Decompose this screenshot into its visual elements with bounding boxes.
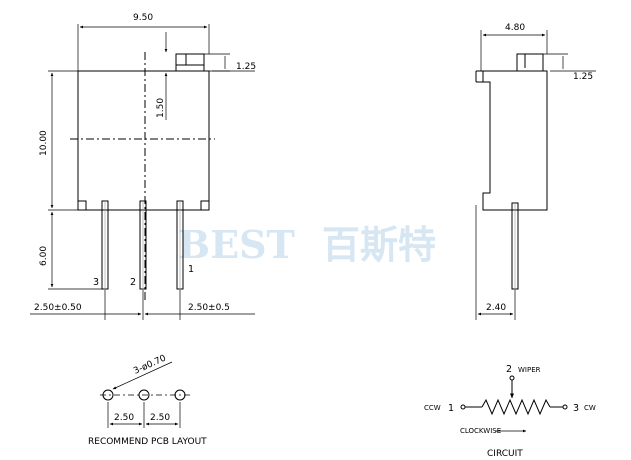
ccw-number: 1 [448, 403, 454, 414]
front-view-labels: 9.50 1.25 1.50 10.00 6.00 3 2 1 2.50±0.5… [34, 13, 256, 313]
pcb-layout [100, 361, 192, 428]
ccw-label: CCW [424, 404, 441, 412]
left-spacing-dim: 2.50±0.50 [34, 303, 82, 313]
side-view [475, 30, 596, 320]
pcb-spacing-right: 2.50 [150, 413, 170, 423]
clockwise-label: CLOCKWISE [460, 427, 501, 435]
side-view-labels: 4.80 1.25 2.40 [486, 23, 593, 313]
wiper-terminal [509, 375, 515, 381]
front-height-dim: 10.00 [39, 130, 49, 156]
right-spacing-dim: 2.50±0.5 [188, 303, 230, 313]
pin-label-3: 3 [93, 277, 99, 288]
side-body-outline [476, 70, 548, 211]
pin-label-2: 2 [130, 277, 136, 288]
cw-terminal [562, 404, 568, 410]
pcb-caption: RECOMMEND PCB LAYOUT [88, 437, 207, 447]
wiper-number: 2 [506, 364, 512, 375]
adjust-screw-tab [175, 53, 205, 72]
front-pin-length-dim: 6.00 [39, 246, 49, 266]
circuit-labels: 2 WIPER CCW 1 3 CW CLOCKWISE CIRCUIT [424, 364, 596, 459]
circuit-caption: CIRCUIT [487, 449, 523, 459]
front-body-outline [77, 70, 210, 211]
side-offset-dim: 2.40 [486, 303, 506, 313]
circuit [460, 375, 568, 433]
pcb-hole-2 [138, 389, 150, 401]
cw-number: 3 [573, 403, 579, 414]
cw-label: CW [584, 404, 596, 412]
pcb-layout-labels: 3-ø0.70 2.50 2.50 RECOMMEND PCB LAYOUT [88, 353, 207, 447]
right-foot [200, 200, 210, 210]
front-tab-dim: 1.25 [236, 62, 256, 72]
pcb-hole-1 [174, 389, 186, 401]
resistor-zigzag [481, 398, 551, 416]
front-slot-dim: 1.50 [156, 98, 166, 118]
pcb-hole-3 [102, 389, 114, 401]
ccw-terminal [460, 404, 466, 410]
pin-label-1: 1 [188, 264, 194, 275]
watermark: BEST 百斯特 [178, 222, 436, 267]
left-foot [77, 200, 87, 210]
pcb-hole-dim: 3-ø0.70 [132, 353, 168, 376]
side-width-dim: 4.80 [505, 23, 525, 33]
front-width-dim: 9.50 [133, 13, 153, 23]
side-tab-dim: 1.25 [573, 72, 593, 82]
wiper-label: WIPER [518, 366, 541, 374]
watermark-latin: BEST [178, 222, 295, 267]
watermark-cjk: 百斯特 [322, 222, 436, 267]
pcb-hole-leader [112, 361, 173, 390]
pcb-spacing-left: 2.50 [114, 413, 134, 423]
front-view [30, 24, 255, 320]
side-screw-tab [516, 53, 544, 72]
